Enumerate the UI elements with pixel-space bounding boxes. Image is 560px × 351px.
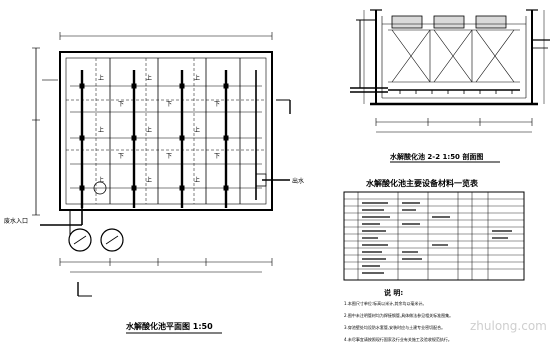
note-line: 2.图中未注明管材均为焊接钢管,具体做法参见相关标准图集。 <box>344 312 453 318</box>
down-marker: 下 <box>118 153 124 160</box>
table-title: 水解酸化池主要设备材料一览表 <box>365 178 479 188</box>
down-marker: 下 <box>214 101 220 108</box>
plan-title: 水解酸化池平面图 1:50 <box>125 321 213 331</box>
note-line: 1.本图尺寸单位:标高以米计,其余均以毫米计。 <box>344 300 426 306</box>
notes-list: 1.本图尺寸单位:标高以米计,其余均以毫米计。 2.图中未注明管材均为焊接钢管,… <box>344 300 453 342</box>
down-marker: 下 <box>214 153 220 160</box>
up-marker: 上 <box>98 176 104 184</box>
down-marker: 下 <box>166 153 172 160</box>
inlet-label: 废水入口 <box>4 217 28 225</box>
down-marker: 下 <box>118 101 124 108</box>
plan-view <box>32 32 291 297</box>
up-marker: 上 <box>194 126 200 134</box>
up-marker: 上 <box>98 74 104 82</box>
down-marker: 下 <box>166 101 172 108</box>
up-marker: 上 <box>146 74 152 82</box>
section-title: 水解酸化池 2-2 1:50 剖面图 <box>390 152 483 161</box>
up-marker: 上 <box>146 126 152 134</box>
up-marker: 上 <box>194 74 200 82</box>
notes-heading: 说 明: <box>384 288 403 297</box>
note-line: 4.未尽事宜请按照现行国家及行业有关施工及验收规范执行。 <box>344 336 452 342</box>
outlet-label: 出水 <box>292 177 304 185</box>
section-view <box>350 9 550 133</box>
note-line: 3.穿池壁处均设防水套管,安装时应与土建专业密切配合。 <box>344 324 445 330</box>
up-marker: 上 <box>98 126 104 134</box>
up-marker: 上 <box>146 176 152 184</box>
plan-stair-markers: 上 上 上 下 下 下 上 上 上 下 下 下 上 上 上 <box>98 74 220 184</box>
up-marker: 上 <box>194 176 200 184</box>
equipment-table <box>343 191 525 281</box>
watermark: zhulong.com <box>470 319 547 333</box>
